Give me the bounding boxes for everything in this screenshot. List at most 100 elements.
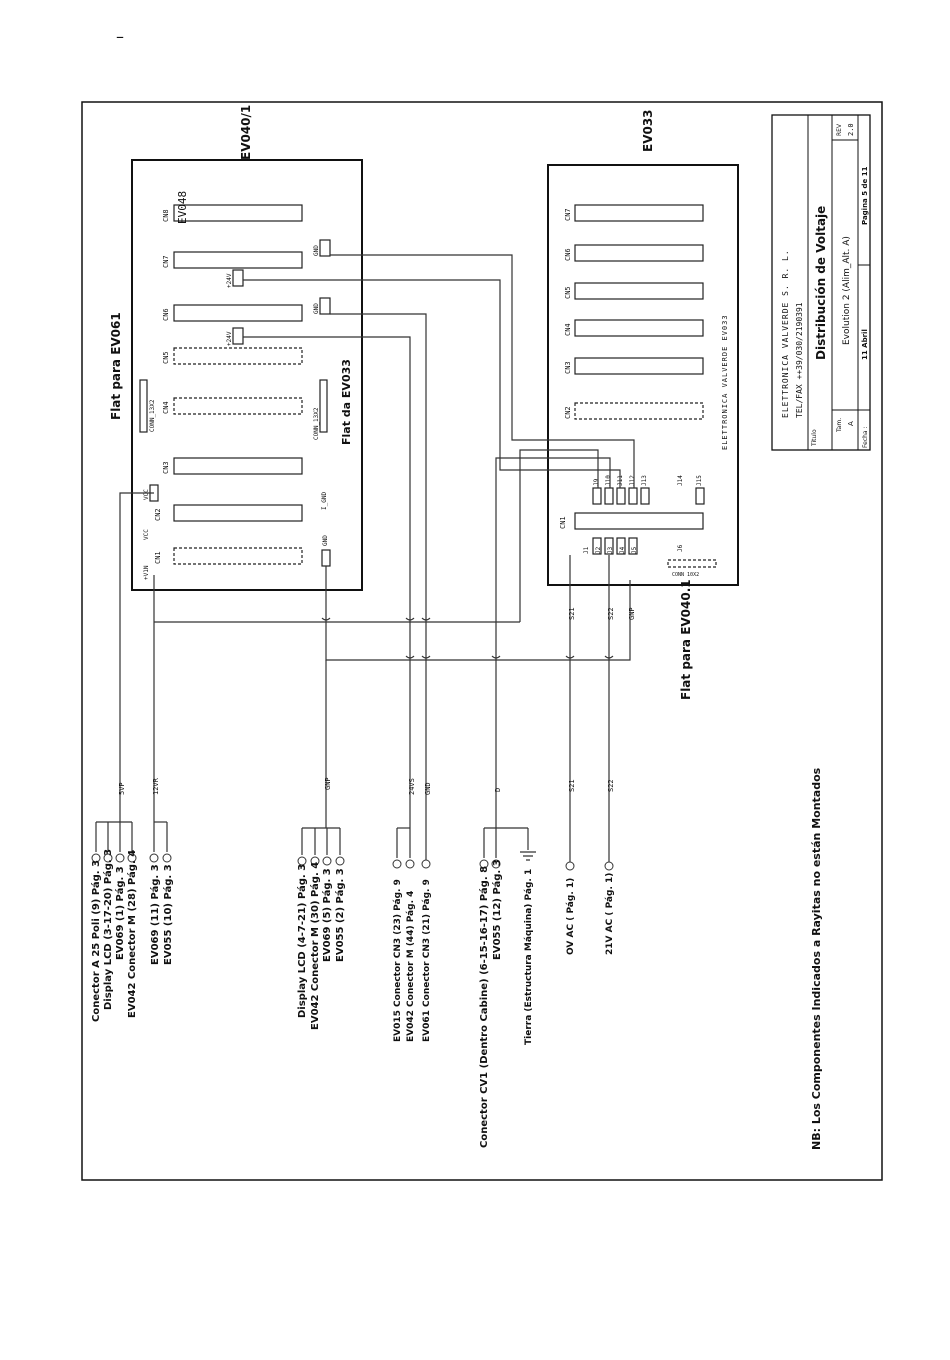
ev033-vertical-text: ELETTRONICA VALVERDE EV033 [721,314,729,450]
ev033-cn3-label: CN3 [564,361,572,374]
ev040-cn1-slot [173,547,303,565]
ev033-pin [592,487,602,505]
tam-value: A [847,421,855,426]
ev040-v24a-connector [232,327,244,345]
flat-ev0401-label: Flat para EV040.1 [679,579,693,700]
ev040-gnd-cn6-label: GND [313,303,320,314]
ev040-vcc2-label: VCC [143,529,150,540]
wire-label-gnp: GNP [324,777,332,790]
ev040-cn2-label: CN2 [154,508,162,521]
ev033-pin [695,487,705,505]
wire-d [495,457,611,828]
ev033-pin-label: J1 [583,546,590,554]
ev040-gnd2-label: I_GND [321,492,328,510]
group-label: Conector A 25 Poli (9) Pág. 3 [90,860,102,1022]
ev033-board-label: EV033 [641,109,655,152]
ev033-conn-small-label: CONN 10X2 [672,572,699,578]
wire-label-s21b: S21 [568,779,576,792]
ev033-cn4-label: CN4 [564,323,572,336]
wire-cross-mark [321,617,614,659]
group-3-labels: Display LCD (4-7-21) Pág. 3 EV042 Conect… [296,862,346,1030]
wire-label-5vp: 5VP [118,782,126,795]
ev040-vcc1-label: VCC [143,489,150,500]
titulo-label: Titulo [811,429,818,447]
group-label: Conector CV1 (Dentro Cabine) (6-15-16-17… [478,866,490,1148]
ev033-cn6-label: CN6 [564,248,572,261]
flat-ev061-label: Flat para EV061 [109,312,123,420]
ev040-v24a-label: +24V [226,331,233,346]
ev033-bottom-pins: J1 J2 J3 J4 J5 J6 [583,537,684,555]
ev040-gnd-connector [321,549,331,567]
terminal [103,853,113,863]
ev040-v24b-connector [232,269,244,287]
ev040-gnd-cn7-label: GND [313,245,320,256]
group-label: EV042 Conector M (44) Pág. 4 [406,891,416,1042]
ev033-pin [592,537,602,555]
terminal [604,861,614,871]
drawing-frame [81,101,883,1181]
group-label: EV015 Conector CN3 (23) Pág. 9 [393,879,403,1042]
terminals [91,853,614,871]
company-name: ELETTRONICA VALVERDE S. R. L. [781,249,790,418]
ev033-cn7-slot [574,204,704,222]
wire-24v-b [243,279,621,488]
terminal [565,861,575,871]
ev033-pin-label: J6 [677,544,684,552]
ev040-cn4-slot [173,397,303,415]
ev033-pin [640,487,650,505]
header-mark: – [116,27,124,46]
ev033-cn3-slot [574,357,704,375]
terminal [335,856,345,866]
terminal [421,859,431,869]
ev040-cn8-slot [173,204,303,222]
wire-label-s22b: S22 [607,779,615,792]
terminal [297,856,307,866]
ev033-cn2-slot [574,402,704,420]
ev040-conn-a-label: CONN_13X2 [149,399,156,432]
ev033-cn1-label: CN1 [559,516,567,529]
terminal [310,856,320,866]
ev033-pin-label: J2 [595,546,602,554]
page-number: Pagina 5 de 11 [861,166,869,225]
ev033-pin [628,487,638,505]
group-8-label: 21V AC ( Pág. 1) [605,873,615,955]
group-6-label: Tierra (Estructura Máquina) Pág. 1 [524,869,534,1045]
ev040-conn-a [139,379,148,433]
ground-symbol-icon [520,851,536,861]
group-label: Display LCD (3-17-20) Pág. 3 [102,849,114,1010]
ev040-cn8-label: CN8 [162,209,170,222]
ev040-cn8-text: EV048 [176,191,189,224]
ev040-board-label: EV040/1 [239,105,253,160]
wire-label-s22a: S22 [607,607,615,620]
wire-label-d: D [494,788,502,792]
ev033-pin-label: J15 [696,475,703,486]
ev033-cn7-label: CN7 [564,208,572,221]
ev033-cn2-label: CN2 [564,406,572,419]
group-label: EV069 (11) Pág. 3 [149,864,161,965]
group-label: EV061 Conector CN3 (21) Pág. 9 [422,879,432,1042]
ev033-pin-label: J5 [631,546,638,554]
rev-value: 2.0 [847,123,855,136]
terminal [405,859,415,869]
ev033-cn6-slot [574,244,704,262]
wiring [91,254,635,871]
ev040-cn5-label: CN5 [162,351,170,364]
group-label: EV055 (10) Pág. 3 [162,864,174,965]
ev033-cn5-slot [574,282,704,300]
ev040-gnd-cn7-connector [319,239,331,257]
group-5-labels: Conector CV1 (Dentro Cabine) (6-15-16-17… [478,859,503,1148]
ev033-pin [604,537,614,555]
flat-ev033-label: Flat da EV033 [340,359,353,445]
wire-5vp [119,492,154,822]
terminal [491,859,501,869]
wire-label-12vr: 12VR [152,777,160,795]
ev040-cn3-slot [173,457,303,475]
ev033-pin [616,537,626,555]
ev033-conn-small [667,559,717,568]
ev033-pin-label: J13 [641,475,648,486]
wire-gnd-cn7 [330,254,635,488]
terminal [322,856,332,866]
ev040-cn2-slot [173,504,303,522]
drawing-subtitle: Evolution 2 (Alim_Alt. A) [842,236,852,345]
